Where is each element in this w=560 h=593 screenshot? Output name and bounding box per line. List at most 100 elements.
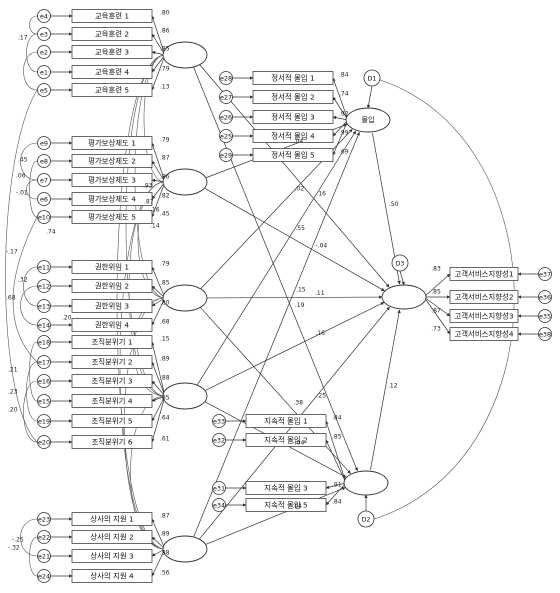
loading-coefficient: .85 xyxy=(160,46,170,53)
loading-coefficient: .61 xyxy=(160,436,170,443)
error-circle xyxy=(37,173,51,187)
indicator-label: 권한위임 3 xyxy=(95,302,130,311)
indicator-box: 평가보상제도 2 xyxy=(71,154,153,168)
error-covariance-curve xyxy=(12,216,38,363)
error-label: e32 xyxy=(213,437,225,445)
covariance-coefficient: .17 xyxy=(18,35,28,42)
indicator-label: 고객서비스지향성1 xyxy=(454,270,513,279)
loading-coefficient: .73 xyxy=(431,326,441,333)
indicator-rect xyxy=(71,435,153,449)
error-circle xyxy=(37,530,51,544)
indicator-box: 교육훈련 5 xyxy=(71,83,153,97)
indicator-label: 교육훈련 1 xyxy=(95,12,130,21)
structural-path xyxy=(193,67,358,472)
error-label: e19 xyxy=(38,418,50,426)
indicator-rect xyxy=(71,318,153,332)
indicator-box: 상사의 지원 2 xyxy=(71,530,153,544)
error-circle xyxy=(212,414,226,428)
error-covariance-curve xyxy=(23,266,38,307)
error-covariance-curve xyxy=(26,361,38,422)
error-circle xyxy=(37,136,51,150)
error-covariance-curve xyxy=(26,33,38,73)
latent-label: 몰입 xyxy=(362,116,375,124)
loading-coefficient: .56 xyxy=(160,570,170,577)
indicator-rect xyxy=(71,374,153,388)
indicator-rect xyxy=(71,154,153,168)
indicator-rect xyxy=(71,394,153,408)
covariance-coefficient: .74 xyxy=(46,229,56,236)
error-node: e32 xyxy=(212,433,226,447)
disturbance-circle xyxy=(357,510,375,528)
structural-path xyxy=(200,307,351,474)
error-node: e28 xyxy=(219,71,233,85)
error-covariance-curve xyxy=(20,285,38,326)
indicator-label: 조직분위기 5 xyxy=(91,417,132,426)
covariance-coefficient: -.17 xyxy=(6,249,18,256)
indicator-box: 권한위임 4 xyxy=(71,318,153,332)
error-label: e14 xyxy=(38,322,50,330)
error-circle xyxy=(37,435,51,449)
loading-path xyxy=(151,395,166,422)
error-node: e29 xyxy=(219,148,233,162)
loading-coefficient: .79 xyxy=(160,261,170,268)
indicator-label: 평가보상제도 4 xyxy=(88,195,136,204)
error-label: e31 xyxy=(213,485,225,493)
indicator-box: 상사의 지원 1 xyxy=(71,512,153,526)
loading-coefficient: .91 xyxy=(332,482,342,489)
error-label: e8 xyxy=(40,158,48,166)
error-label: e38 xyxy=(539,331,551,339)
error-node: e36 xyxy=(538,290,552,304)
indicator-label: 평가보상제도 5 xyxy=(88,213,136,222)
path-coefficient: .50 xyxy=(389,201,399,208)
indicator-box: 교육훈련 2 xyxy=(71,27,153,41)
error-circle xyxy=(37,154,51,168)
indicator-rect xyxy=(252,110,334,124)
error-circle xyxy=(37,374,51,388)
indicator-rect xyxy=(252,71,334,85)
indicator-rect xyxy=(71,355,153,369)
error-node: e18 xyxy=(37,335,51,349)
indicator-label: 상사의 지원 2 xyxy=(90,533,133,542)
indicator-label: 교육훈련 4 xyxy=(95,68,130,77)
indicator-rect xyxy=(71,27,153,41)
indicator-box: 평가보상제도 3 xyxy=(71,173,153,187)
indicator-label: 교육훈련 2 xyxy=(95,30,129,39)
indicator-box: 조직분위기 3 xyxy=(71,374,153,388)
error-label: e23 xyxy=(38,516,50,524)
loading-coefficient: .87 xyxy=(160,155,170,162)
indicator-rect xyxy=(449,290,519,304)
error-covariance-curve xyxy=(29,160,38,218)
indicator-label: 지속적 몰입 3 xyxy=(264,484,308,493)
error-label: e12 xyxy=(38,283,50,291)
indicator-box: 권한위임 1 xyxy=(71,260,153,274)
loading-coefficient: .99 xyxy=(339,130,349,137)
error-label: e35 xyxy=(539,313,551,321)
error-label: e16 xyxy=(38,378,50,386)
structural-path xyxy=(196,130,357,386)
loading-coefficient: .89 xyxy=(160,531,170,538)
indicator-box: 지속적 몰입 1 xyxy=(245,414,327,428)
error-covariance-curve xyxy=(26,179,38,200)
loading-path xyxy=(423,296,451,317)
loading-coefficient: .86 xyxy=(160,28,170,35)
error-node: e22 xyxy=(37,530,51,544)
error-label: e10 xyxy=(38,214,50,222)
loading-coefficient: .79 xyxy=(160,137,170,144)
indicator-box: 고객서비스지향성2 xyxy=(449,290,519,304)
latent-affective: 몰입 xyxy=(345,107,391,133)
structural-path xyxy=(199,64,390,288)
indicator-label: 정서적 몰입 5 xyxy=(271,151,315,160)
error-node: e21 xyxy=(37,549,51,563)
indicator-label: 조직분위기 3 xyxy=(91,377,132,386)
error-label: e7 xyxy=(40,177,48,185)
loading-path xyxy=(332,119,349,137)
loading-path xyxy=(332,96,349,121)
structural-path xyxy=(204,302,385,391)
error-node: e31 xyxy=(212,481,226,495)
indicator-label: 조직분위기 6 xyxy=(91,438,132,447)
indicator-box: 조직분위기 2 xyxy=(71,355,153,369)
loading-path xyxy=(151,297,166,326)
indicator-rect xyxy=(252,129,334,143)
